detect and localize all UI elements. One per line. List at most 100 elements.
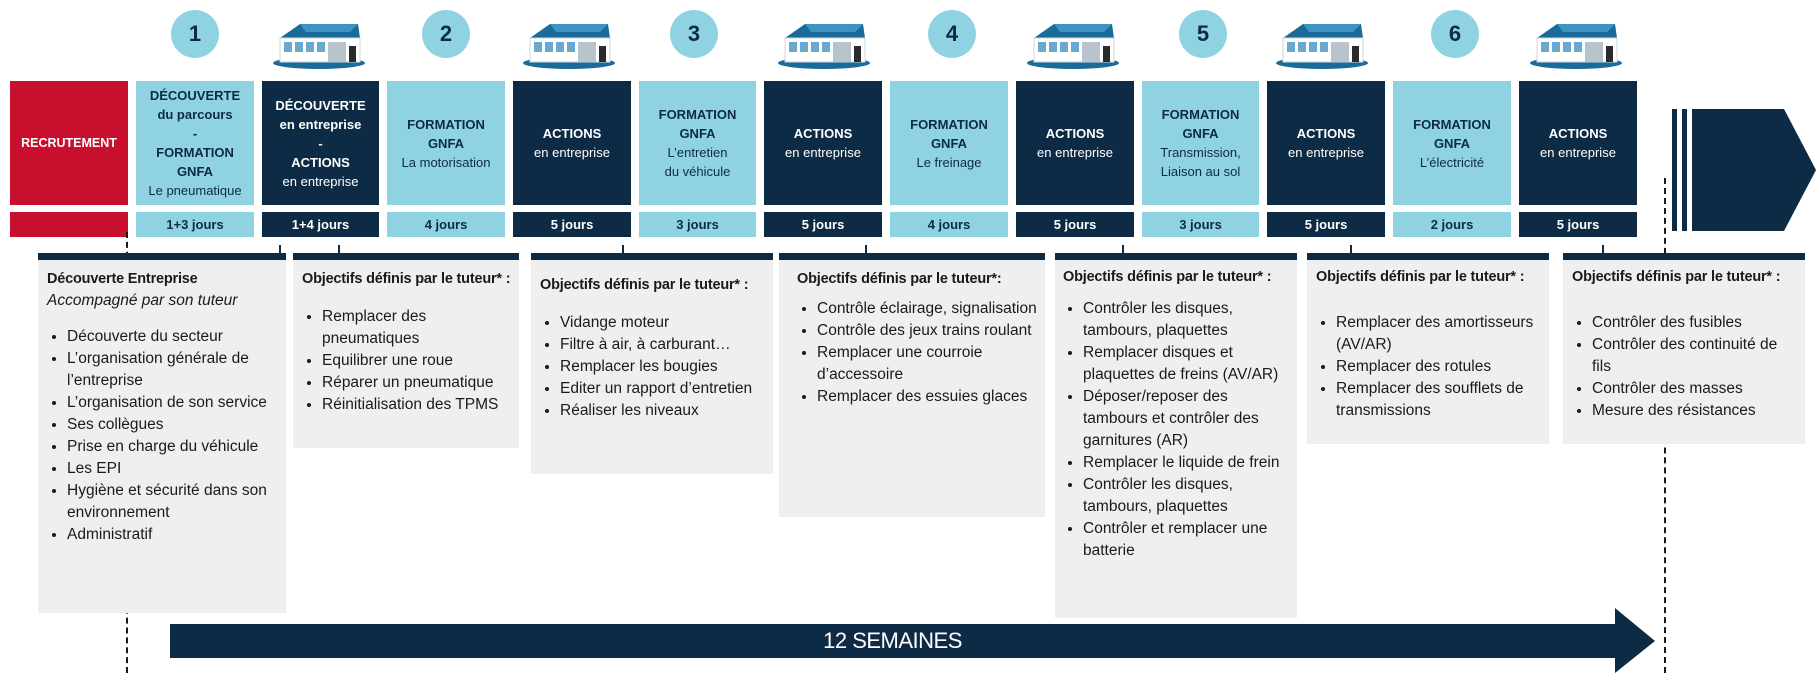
card-list: Contrôler les disques, tambours, plaquet…: [1063, 298, 1289, 562]
list-item: Equilibrer une roue: [322, 350, 511, 372]
phase-line: GNFA: [930, 135, 968, 151]
list-item: Hygiène et sécurité dans son environneme…: [67, 480, 278, 524]
duration-label: 1+3 jours: [136, 212, 254, 237]
phase-line: FORMATION: [1413, 116, 1491, 132]
duration-label: 3 jours: [639, 212, 756, 237]
phase-line: Liaison au sol: [1160, 164, 1241, 179]
list-item: Ses collègues: [67, 414, 278, 436]
duration-label: 5 jours: [1267, 212, 1385, 237]
phase-line: FORMATION: [1161, 107, 1240, 122]
card-top-bar: [779, 253, 1045, 260]
duration-label: 5 jours: [1519, 212, 1637, 237]
phase-line: -: [318, 135, 323, 151]
phase-line: ACTIONS: [793, 126, 853, 141]
card-tick: [622, 245, 624, 255]
card-list: Découverte du secteur L’organisation gén…: [47, 326, 278, 546]
phase-line: L’électricité: [1419, 154, 1485, 170]
list-item: Contrôler des continuité de fils: [1592, 334, 1797, 378]
list-item: L’organisation de son service: [67, 392, 278, 414]
list-item: Réparer un pneumatique: [322, 372, 511, 394]
phase-box-10: ACTIONS en entreprise: [1267, 81, 1385, 205]
card-tick: [279, 245, 281, 255]
phase-line: en entreprise: [282, 173, 359, 189]
timeline-arrow: [170, 608, 1655, 673]
phase-line: en entreprise: [1288, 145, 1364, 160]
building-icon: [523, 24, 615, 69]
phase-line: en entreprise: [1037, 145, 1113, 160]
duration-label: 3 jours: [1142, 212, 1259, 237]
duration-label: 4 jours: [890, 212, 1008, 237]
phase-line: GNFA: [1433, 135, 1471, 151]
phase-line: en entreprise: [785, 145, 861, 160]
duration-label: 2 jours: [1393, 212, 1511, 237]
list-item: Les EPI: [67, 458, 278, 480]
phase-box-3: FORMATION GNFA La motorisation: [387, 81, 505, 205]
card-tick: [338, 245, 340, 255]
card-tick: [1350, 245, 1352, 255]
phase-line: GNFA: [176, 164, 214, 179]
phase-line: FORMATION: [156, 145, 234, 160]
card-list: Remplacer des amortisseurs (AV/AR) Rempl…: [1316, 312, 1541, 422]
card-tick: [1602, 245, 1604, 255]
objectives-card-2: Objectifs définis par le tuteur* : Rempl…: [293, 260, 519, 448]
duration-label: 1+4 jours: [262, 212, 379, 237]
phase-line: du parcours: [157, 107, 233, 122]
list-item: Prise en charge du véhicule: [67, 436, 278, 458]
card-title: Objectifs définis par le tuteur* :: [1316, 269, 1525, 285]
phase-line: GNFA: [1182, 126, 1219, 141]
phase-line: Transmission,: [1160, 145, 1241, 160]
list-item: Découverte du secteur: [67, 326, 278, 348]
step-number-2: 2: [422, 10, 470, 58]
card-title: Découverte Entreprise: [47, 271, 198, 287]
list-item: L’organisation générale de l’entreprise: [67, 348, 278, 392]
card-top-bar: [1055, 253, 1297, 260]
card-list: Contrôle éclairage, signalisation Contrô…: [797, 298, 1037, 408]
list-item: Remplacer des essuies glaces: [817, 386, 1037, 408]
phase-line: ACTIONS: [542, 126, 602, 141]
phase-line: FORMATION: [407, 116, 485, 132]
phase-line: en entreprise: [279, 116, 362, 132]
objectives-card-4: Objectifs définis par le tuteur*: Contrô…: [779, 260, 1045, 517]
card-title: Objectifs définis par le tuteur* :: [302, 271, 511, 287]
list-item: Réinitialisation des TPMS: [322, 394, 511, 416]
phase-box-9: FORMATION GNFA Transmission, Liaison au …: [1142, 81, 1259, 205]
objectives-card-7: Objectifs définis par le tuteur* : Contr…: [1563, 260, 1805, 444]
card-title: Objectifs définis par le tuteur* :: [540, 277, 749, 293]
list-item: Contrôler des fusibles: [1592, 312, 1797, 334]
recrutement-duration-bar: [10, 212, 128, 237]
building-icon: [1027, 24, 1119, 69]
list-item: Remplacer disques et plaquettes de frein…: [1083, 342, 1289, 386]
card-top-bar: [38, 253, 286, 260]
card-list: Contrôler des fusibles Contrôler des con…: [1572, 312, 1797, 422]
list-item: Administratif: [67, 524, 278, 546]
duration-label: 5 jours: [1016, 212, 1134, 237]
timeline-label: 12 SEMAINES: [823, 628, 962, 653]
list-item: Contrôler et remplacer une batterie: [1083, 518, 1289, 562]
recrutement-box: RECRUTEMENT: [10, 81, 128, 205]
phase-line: FORMATION: [910, 116, 988, 132]
list-item: Contrôler des masses: [1592, 378, 1797, 400]
phase-line: L’entretien: [667, 145, 728, 160]
card-title: Objectifs définis par le tuteur* :: [1063, 269, 1272, 285]
list-item: Filtre à air, à carburant…: [560, 334, 765, 356]
card-top-bar: [531, 253, 773, 260]
list-item: Contrôler les disques, tambours, plaquet…: [1083, 474, 1289, 518]
phase-line: en entreprise: [1540, 145, 1616, 160]
objectives-card-3: Objectifs définis par le tuteur* : Vidan…: [531, 260, 773, 474]
list-item: Remplacer des pneumatiques: [322, 306, 511, 350]
phase-line: GNFA: [679, 126, 716, 141]
phase-line: en entreprise: [534, 145, 610, 160]
duration-label: 5 jours: [513, 212, 631, 237]
phase-line: -: [192, 126, 198, 141]
phase-box-4: ACTIONS en entreprise: [513, 81, 631, 205]
phase-line: ACTIONS: [1045, 126, 1105, 141]
phase-box-1: DÉCOUVERTE du parcours - FORMATION GNFA …: [136, 81, 254, 205]
objectives-card-1: Découverte Entreprise Accompagné par son…: [38, 260, 286, 613]
list-item: Vidange moteur: [560, 312, 765, 334]
step-number-5: 5: [1179, 10, 1227, 58]
list-item: Contrôle éclairage, signalisation: [817, 298, 1037, 320]
list-item: Remplacer les bougies: [560, 356, 765, 378]
list-item: Remplacer des rotules: [1336, 356, 1541, 378]
phase-line: DÉCOUVERTE: [275, 97, 366, 113]
card-top-bar: [1307, 253, 1549, 260]
